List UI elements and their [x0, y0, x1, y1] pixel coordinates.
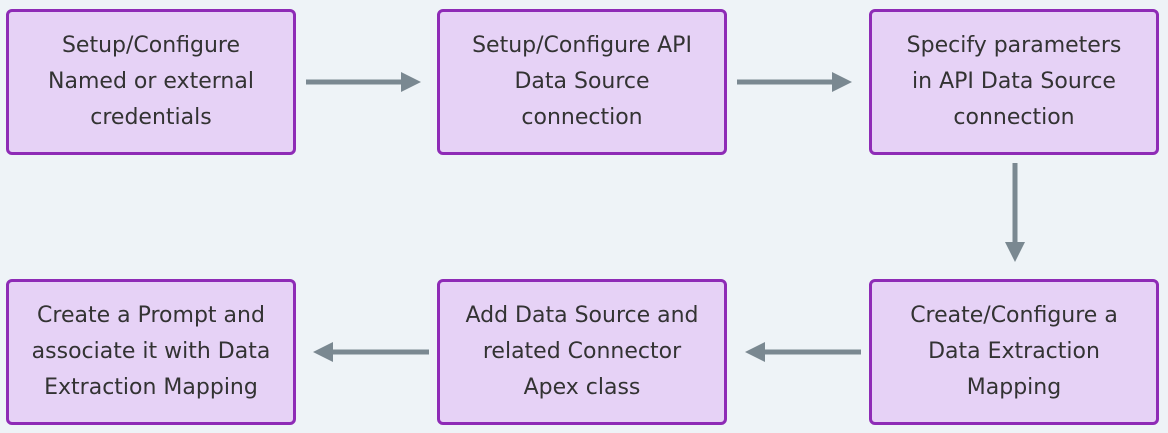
node-label-line: Mapping	[966, 375, 1062, 400]
node-create-extraction-mapping: Create/Configure a Data Extraction Mappi…	[869, 279, 1159, 425]
node-label-line: Add Data Source and	[465, 303, 699, 328]
node-label-line: Create/Configure a	[910, 303, 1118, 328]
node-label: Create/Configure a Data Extraction Mappi…	[910, 298, 1118, 406]
node-label: Setup/Configure API Data Source connecti…	[472, 28, 692, 136]
node-label: Setup/Configure Named or external creden…	[48, 28, 254, 136]
node-label: Create a Prompt and associate it with Da…	[32, 298, 271, 406]
node-label-line: Create a Prompt and	[37, 303, 265, 328]
node-label-line: Specify parameters	[906, 33, 1122, 58]
node-label-line: Data Source	[514, 69, 650, 94]
node-label-line: associate it with Data	[31, 339, 271, 364]
node-setup-credentials: Setup/Configure Named or external creden…	[6, 9, 296, 155]
node-setup-api-connection: Setup/Configure API Data Source connecti…	[437, 9, 727, 155]
node-label-line: connection	[953, 105, 1075, 130]
node-label-line: Setup/Configure	[61, 33, 241, 58]
node-specify-parameters: Specify parameters in API Data Source co…	[869, 9, 1159, 155]
node-label-line: related Connector	[482, 339, 682, 364]
node-label-line: in API Data Source	[912, 69, 1116, 94]
node-label-line: credentials	[90, 105, 212, 130]
node-label-line: Named or external	[48, 69, 254, 94]
node-label-line: Data Extraction	[928, 339, 1100, 364]
node-label: Specify parameters in API Data Source co…	[907, 28, 1122, 136]
node-label-line: Setup/Configure API	[472, 33, 692, 58]
node-add-connector-class: Add Data Source and related Connector Ap…	[437, 279, 727, 425]
node-label: Add Data Source and related Connector Ap…	[465, 298, 698, 406]
node-label-line: Extraction Mapping	[44, 375, 258, 400]
node-label-line: connection	[521, 105, 643, 130]
node-label-line: Apex class	[523, 375, 641, 400]
node-create-prompt: Create a Prompt and associate it with Da…	[6, 279, 296, 425]
